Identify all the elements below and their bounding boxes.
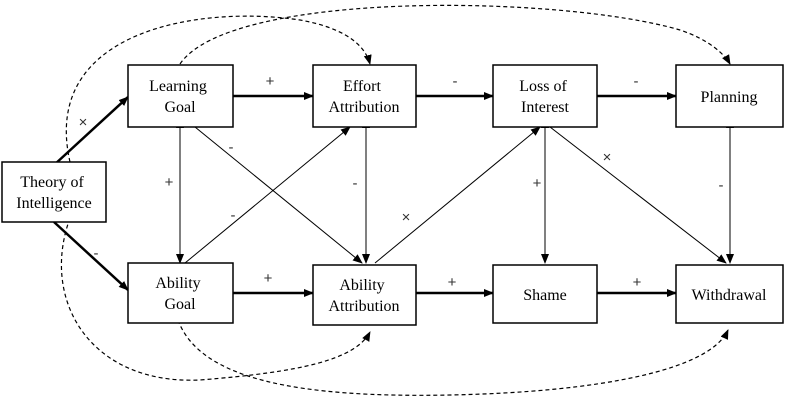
dashed-learning-to-planning <box>179 4 731 65</box>
arrow-loss-withdrawal <box>549 126 727 264</box>
sign-planning-withdrawal: - <box>719 177 724 194</box>
sign-ability-effort: - <box>231 207 236 224</box>
node-theory: Theory of Intelligence <box>16 174 92 212</box>
arrow-theory-ability <box>53 221 129 291</box>
node-effort-attr: Effort Attribution <box>328 78 399 116</box>
sign-shame-withdrawal: + <box>633 274 642 291</box>
node-ability-attr-box <box>312 264 417 326</box>
node-planning: Planning <box>701 89 758 106</box>
sign-learning-effort: + <box>266 73 275 90</box>
sign-abilityattr-loss: × <box>402 209 411 226</box>
node-planning-box <box>675 64 784 128</box>
node-ability-goal-box <box>127 262 234 324</box>
sign-theory-learning: × <box>79 114 88 131</box>
node-learning-goal-box <box>127 64 234 128</box>
dashed-abilitygoal-to-withdrawal <box>177 319 729 396</box>
node-loss-interest-box <box>492 64 598 128</box>
arrow-learning-abilityattr <box>194 126 363 264</box>
node-ability-attr: Ability Attribution <box>328 277 399 315</box>
sign-learning-ability: + <box>165 174 174 191</box>
dashed-theory-to-abilityattr <box>60 217 371 381</box>
arrow-abilityattr-loss <box>374 126 541 264</box>
sign-loss-shame: + <box>533 175 542 192</box>
node-effort-attr-box <box>312 64 417 128</box>
dashed-theory-to-effort <box>65 15 372 163</box>
sign-effort-loss: - <box>453 73 458 90</box>
node-shame-box <box>492 264 598 324</box>
node-withdrawal: Withdrawal <box>692 287 767 304</box>
sign-loss-withdrawal: × <box>603 149 612 166</box>
sign-effort-abilityattr: - <box>353 175 358 192</box>
arrow-theory-learning <box>53 96 129 166</box>
sign-learning-abilityattr: - <box>229 139 234 156</box>
node-theory-box <box>1 161 107 223</box>
arrow-abilitygoal-effort <box>184 126 351 264</box>
sign-abilityattr-shame: + <box>448 274 457 291</box>
sign-theory-ability: - <box>94 245 99 262</box>
node-withdrawal-box <box>675 264 784 324</box>
sign-ability-abilityattr: + <box>264 270 273 287</box>
sign-loss-planning: - <box>634 73 639 90</box>
node-ability-goal: Ability Goal <box>155 275 204 313</box>
node-learning-goal: Learning Goal <box>149 78 211 116</box>
node-loss-interest: Loss of Interest <box>519 78 571 116</box>
node-shame: Shame <box>523 287 567 304</box>
